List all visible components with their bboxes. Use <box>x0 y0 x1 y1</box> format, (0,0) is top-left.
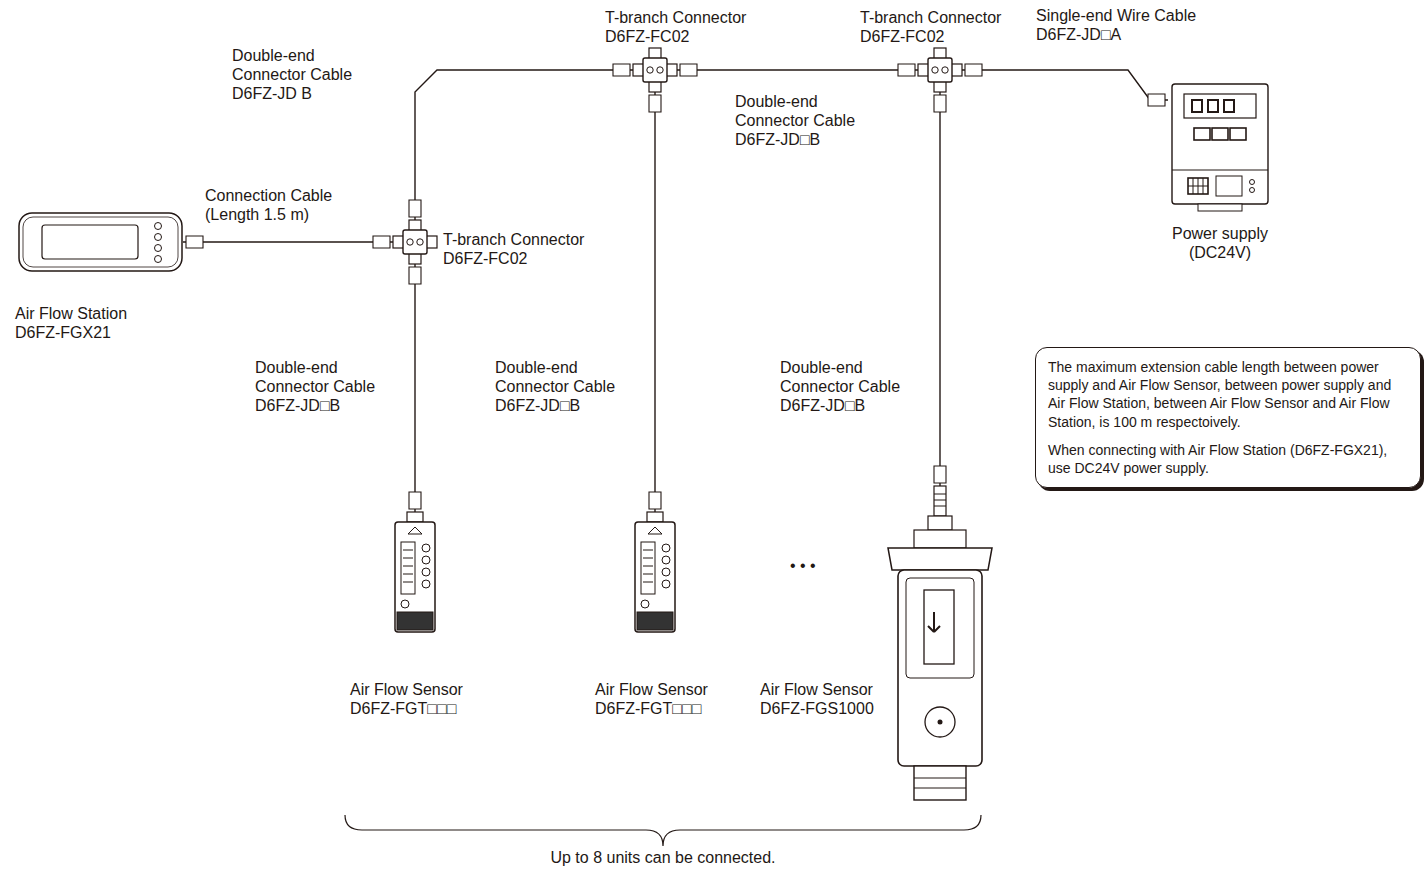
cable-plug <box>649 95 661 112</box>
cable-plug <box>186 236 203 248</box>
part-label: T-branch Connector D6FZ-FC02 <box>443 230 603 268</box>
note-text: Up to 8 units can be connected. <box>463 848 863 867</box>
cable-label: Connection Cable (Length 1.5 m) <box>205 186 355 224</box>
cable-plug <box>649 492 661 509</box>
part-label: Power supply (DC24V) <box>1155 224 1285 262</box>
flow-sensor: Air Flow Sensor D6FZ-FGT□□□ <box>393 512 437 634</box>
part-label: Air Flow Sensor D6FZ-FGT□□□ <box>350 680 510 718</box>
flow-sensor: Air Flow Sensor D6FZ-FGT□□□ <box>633 512 677 634</box>
cable-plug <box>965 64 982 76</box>
cable-plug <box>934 95 946 112</box>
fgt-illustration <box>393 512 437 634</box>
tee-illustration <box>918 48 962 92</box>
power-illustration <box>1168 84 1272 212</box>
cable-label: Double-end Connector Cable D6FZ-JD□B <box>255 358 405 416</box>
power-supply: Power supply (DC24V) <box>1168 84 1272 212</box>
cable <box>654 92 655 512</box>
part-label: T-branch Connector D6FZ-FC02 <box>605 8 765 46</box>
flow-sensor: Air Flow Sensor D6FZ-FGS1000 <box>884 486 996 804</box>
cable-plug <box>409 492 421 509</box>
cable-label: Double-end Connector Cable D6FZ-JD□B <box>735 92 885 150</box>
continuation-dots: • • • <box>790 556 870 575</box>
station-illustration <box>18 212 183 272</box>
cable-plug <box>1148 94 1165 106</box>
cable-plug <box>934 466 946 483</box>
note-box: The maximum extension cable length betwe… <box>1035 347 1421 488</box>
part-label: Air Flow Sensor D6FZ-FGT□□□ <box>595 680 745 718</box>
tee-illustration <box>633 48 677 92</box>
part-label: Air Flow Sensor D6FZ-FGS1000 <box>760 680 884 718</box>
cable <box>183 241 393 242</box>
group-brace <box>345 815 981 846</box>
cable-label: Double-end Connector Cable D6FZ-JD□B <box>495 358 645 416</box>
fgt-illustration <box>633 512 677 634</box>
t-branch-connector: T-branch Connector D6FZ-FC02 <box>393 220 437 264</box>
cable-plug <box>680 64 697 76</box>
cable-label: Single-end Wire Cable D6FZ-JD□A <box>1036 6 1226 44</box>
cable <box>415 70 633 220</box>
cable-plug <box>898 64 915 76</box>
t-branch-connector: T-branch Connector D6FZ-FC02 <box>918 48 962 92</box>
t-branch-connector: T-branch Connector D6FZ-FC02 <box>633 48 677 92</box>
part-label: Air Flow Station D6FZ-FGX21 <box>15 304 155 342</box>
part-label: T-branch Connector D6FZ-FC02 <box>860 8 1020 46</box>
cable-plug <box>409 267 421 284</box>
station-device: Air Flow Station D6FZ-FGX21 <box>18 212 183 272</box>
cable <box>939 92 940 486</box>
cable <box>962 70 1168 100</box>
cable-plug <box>409 200 421 217</box>
fgs-illustration <box>884 486 996 804</box>
tee-illustration <box>393 220 437 264</box>
cable-label: Double-end Connector Cable D6FZ-JD B <box>232 46 382 104</box>
note-text: The maximum extension cable length betwe… <box>1048 358 1408 431</box>
note-text: When connecting with Air Flow Station (D… <box>1048 441 1408 477</box>
cable-plug <box>613 64 630 76</box>
cable-label: Double-end Connector Cable D6FZ-JD□B <box>780 358 930 416</box>
cable <box>677 69 918 70</box>
cable-plug <box>373 236 390 248</box>
cable <box>414 264 415 512</box>
